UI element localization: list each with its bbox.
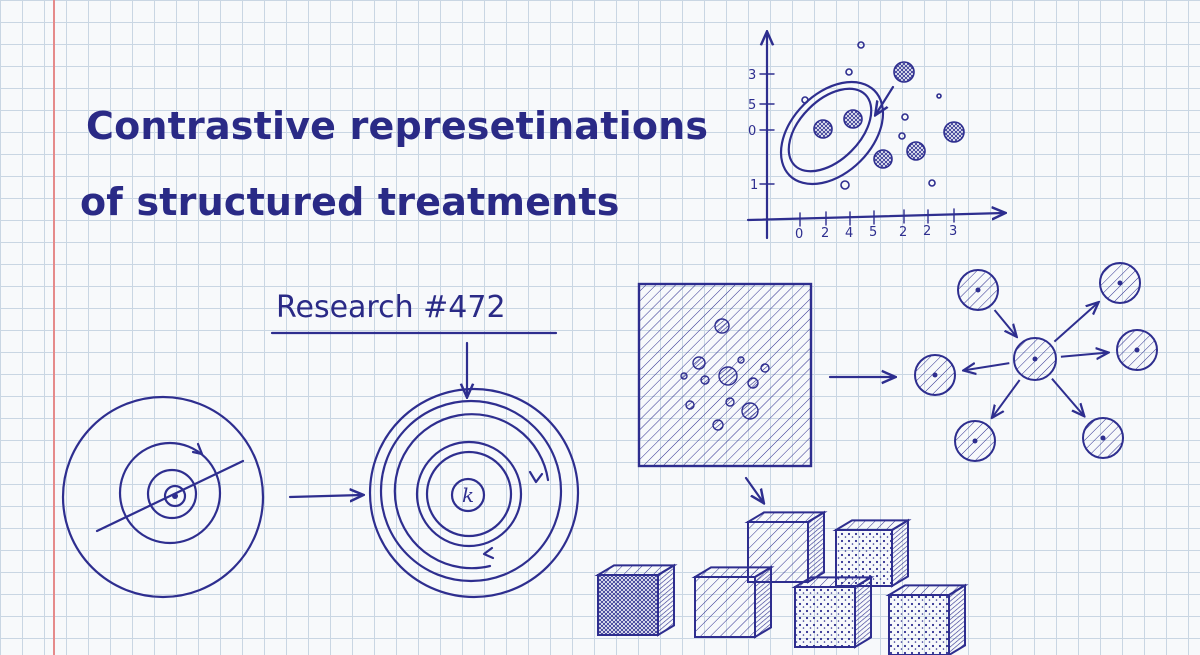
scatter-plot: 3 5 0 1 0 2 4 5 2 2 3 (746, 33, 1004, 242)
cube-side-face (754, 565, 772, 639)
particle (700, 375, 710, 385)
network-node-center (975, 287, 981, 293)
scatter-point (893, 61, 915, 83)
particle (747, 377, 759, 389)
y-tick: 1 (750, 178, 758, 193)
cube-side-face (657, 563, 675, 637)
arrow-target-to-spiral (288, 495, 362, 497)
network-node-center (972, 438, 978, 444)
cube (691, 565, 775, 639)
title-line-2: of structured treatments (80, 180, 620, 224)
square-particles (680, 318, 770, 431)
cube-group (594, 510, 969, 655)
particle (760, 363, 770, 373)
x-tick: 5 (869, 225, 877, 240)
network-nodes (914, 262, 1158, 462)
network-edge (1060, 353, 1107, 357)
y-tick: 0 (748, 124, 756, 139)
cube-front-face (794, 586, 856, 648)
scatter-point (936, 93, 942, 99)
cube-front-face (888, 594, 950, 655)
spiral-diagram (368, 387, 580, 599)
scatter-point (898, 132, 906, 140)
scatter-point (845, 68, 853, 76)
cube-front-face (597, 574, 659, 636)
notebook-margin-line (53, 0, 55, 655)
k-label: k (462, 483, 474, 507)
particle (714, 318, 730, 334)
particle (741, 402, 759, 420)
network-node-center (1032, 356, 1038, 362)
scatter-point (813, 119, 833, 139)
x-tick: 3 (949, 224, 957, 239)
particle (692, 356, 706, 370)
cube-side-face (854, 575, 872, 649)
title-line-1: Contrastive represetinations (86, 104, 709, 148)
y-tick: 3 (748, 68, 756, 83)
scatter-point (928, 179, 936, 187)
cube-side-face (948, 583, 966, 655)
x-tick: 2 (821, 226, 829, 241)
particle (712, 419, 724, 431)
network-edges (965, 303, 1107, 417)
network-edge (1051, 378, 1083, 416)
network-edge (965, 363, 1010, 370)
x-tick: 4 (845, 226, 853, 241)
scatter-point (843, 109, 863, 129)
x-axis (746, 213, 1004, 222)
network-node-center (1117, 280, 1123, 286)
particle (718, 366, 738, 386)
cube-side-face (891, 518, 909, 588)
particle (685, 400, 695, 410)
cube (594, 563, 678, 637)
scatter-point (943, 121, 965, 143)
scatter-points (801, 41, 965, 190)
network-node-center (1134, 347, 1140, 353)
network-edge (1053, 303, 1097, 343)
network-node-center (1100, 435, 1106, 441)
x-tick: 2 (899, 225, 907, 240)
particle (737, 356, 745, 364)
network-edge (993, 379, 1021, 417)
cube (832, 518, 912, 588)
network-edge (993, 309, 1016, 336)
cube (885, 583, 969, 655)
arrow-square-to-cubes (744, 476, 763, 502)
scatter-point (901, 113, 909, 121)
network-node-center (932, 372, 938, 378)
scatter-point (857, 41, 865, 49)
scatter-point (840, 180, 850, 190)
scatter-point (873, 149, 893, 169)
cube-front-face (694, 576, 756, 638)
research-label: Research #472 (276, 290, 506, 325)
cube-side-face (807, 510, 825, 584)
particle (680, 372, 688, 380)
x-tick: 2 (923, 224, 931, 239)
y-tick: 5 (748, 98, 756, 113)
scatter-point (906, 141, 926, 161)
cube (791, 575, 875, 649)
scatter-point (801, 96, 809, 104)
x-tick: 0 (795, 227, 803, 242)
particle (725, 397, 735, 407)
target-diagram-left (61, 395, 265, 599)
